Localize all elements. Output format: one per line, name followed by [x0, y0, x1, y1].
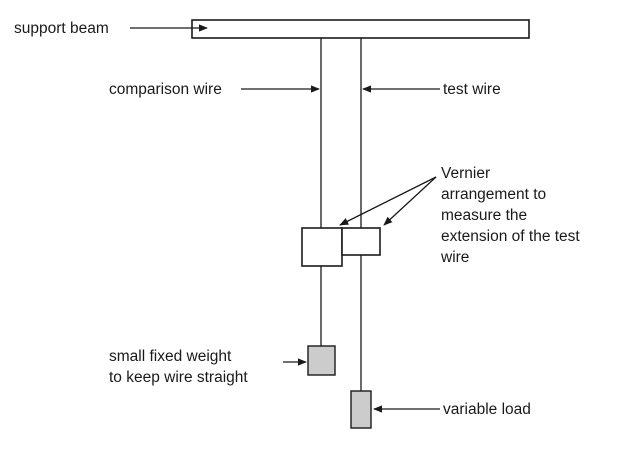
small-weight-label-line-2: to keep wire straight [109, 369, 248, 386]
support-beam [191, 19, 530, 39]
test-wire-label: test wire [443, 81, 501, 98]
vernier-pointer-main [339, 176, 437, 226]
vernier-scale-block [341, 227, 381, 256]
support-beam-label: support beam [14, 20, 109, 37]
vernier-label-line-5: wire [440, 249, 469, 266]
small-fixed-weight [307, 345, 336, 376]
vernier-pointer-scale [383, 176, 437, 226]
comparison-wire-label: comparison wire [109, 81, 222, 98]
small-weight-label-line-1: small fixed weight [109, 348, 232, 365]
vernier-label-line-4: extension of the test [441, 228, 580, 245]
vernier-label-line-2: arrangement to [441, 186, 546, 203]
vernier-label-line-3: measure the [441, 207, 527, 224]
vernier-label-line-1: Vernier [441, 165, 490, 182]
variable-load-label: variable load [443, 401, 531, 418]
vernier-main-block [301, 227, 343, 267]
variable-load [350, 390, 372, 429]
